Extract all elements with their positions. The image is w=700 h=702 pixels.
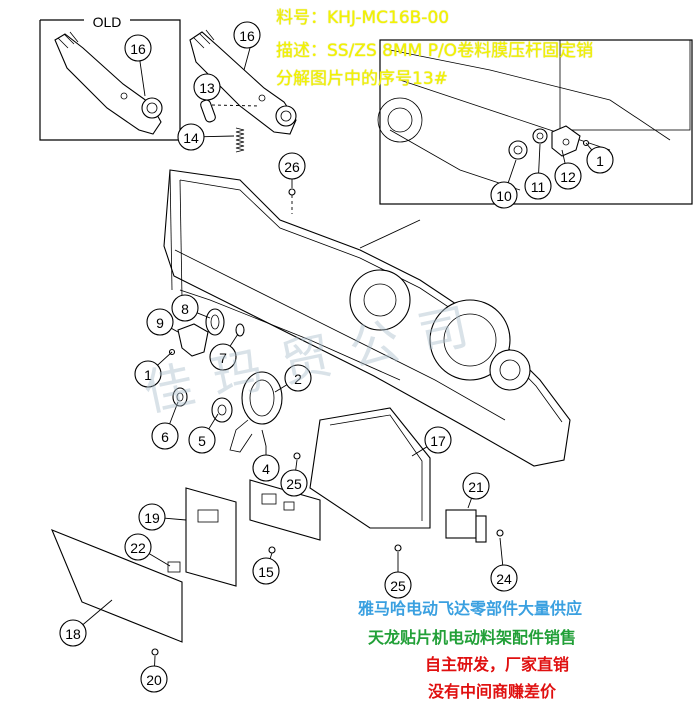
callout-leader bbox=[204, 136, 234, 137]
callout-20: 20 bbox=[141, 656, 167, 692]
callout-leader bbox=[539, 144, 540, 173]
callout-number: 1 bbox=[596, 153, 604, 169]
callout-number: 4 bbox=[262, 461, 270, 477]
header-part-number: 料号：KHJ-MC16B-00 bbox=[276, 8, 449, 29]
callout-number: 26 bbox=[284, 159, 300, 175]
callout-16: 16 bbox=[234, 22, 260, 48]
footer-line-1: 雅马哈电动飞达零部件大量供应 bbox=[358, 595, 582, 619]
callout-number: 5 bbox=[198, 433, 206, 449]
callout-number: 8 bbox=[181, 301, 189, 317]
callout-5: 5 bbox=[189, 414, 218, 453]
callout-leader bbox=[296, 460, 297, 470]
cover-19 bbox=[186, 488, 236, 586]
old-label: OLD bbox=[93, 14, 122, 30]
callout-number: 14 bbox=[183, 130, 199, 146]
header-description: 描述：SS/ZS 8MM P/O卷料膜压杆固定销 bbox=[276, 41, 593, 62]
callout-number: 10 bbox=[496, 188, 512, 204]
callout-leader bbox=[270, 553, 272, 559]
callout-11: 11 bbox=[525, 144, 551, 199]
callout-1: 1 bbox=[586, 143, 613, 173]
callout-number: 16 bbox=[239, 28, 255, 44]
callout-24: 24 bbox=[491, 538, 517, 591]
callout-18: 18 bbox=[60, 600, 112, 646]
callout-number: 16 bbox=[130, 41, 146, 57]
callout-22: 22 bbox=[125, 534, 170, 566]
screw-25 bbox=[395, 545, 401, 551]
callout-14: 14 bbox=[178, 124, 234, 150]
bracket-21 bbox=[446, 510, 503, 542]
callout-leader bbox=[500, 538, 503, 565]
callout-number: 25 bbox=[390, 578, 406, 594]
callout-26: 26 bbox=[279, 153, 305, 188]
callout-number: 6 bbox=[161, 429, 169, 445]
callout-8: 8 bbox=[172, 295, 210, 321]
callout-number: 18 bbox=[65, 626, 81, 642]
callout-leader bbox=[165, 518, 186, 520]
callout-number: 17 bbox=[430, 433, 446, 449]
callout-19: 19 bbox=[139, 504, 186, 530]
callout-10: 10 bbox=[491, 160, 517, 208]
callout-number: 24 bbox=[496, 571, 512, 587]
callout-13: 13 bbox=[194, 74, 220, 100]
callout-25: 25 bbox=[385, 552, 411, 598]
callout-number: 15 bbox=[258, 564, 274, 580]
callout-21: 21 bbox=[463, 473, 489, 508]
callout-number: 25 bbox=[286, 476, 302, 492]
callout-leader bbox=[140, 61, 145, 96]
callout-12: 12 bbox=[555, 150, 581, 189]
callout-number: 12 bbox=[560, 169, 576, 185]
callout-number: 19 bbox=[144, 510, 160, 526]
spring-14 bbox=[236, 128, 244, 152]
callout-16: 16 bbox=[125, 35, 151, 96]
callout-number: 20 bbox=[146, 672, 162, 688]
header-note: 分解图片中的序号13# bbox=[276, 69, 448, 90]
callout-25: 25 bbox=[281, 460, 307, 496]
old-part-inset: OLD bbox=[40, 14, 180, 140]
footer-line-2: 天龙贴片机电动料架配件销售 bbox=[368, 624, 576, 648]
callout-number: 13 bbox=[199, 80, 215, 96]
callout-leader bbox=[508, 160, 516, 183]
callout-4: 4 bbox=[253, 446, 279, 481]
callout-number: 21 bbox=[468, 479, 484, 495]
callout-number: 22 bbox=[130, 540, 146, 556]
callout-leader bbox=[149, 554, 170, 566]
footer-line-3: 自主研发，厂家直销 bbox=[425, 651, 569, 675]
footer-line-4: 没有中间商赚差价 bbox=[428, 678, 556, 702]
gear-8 bbox=[206, 309, 224, 335]
callout-number: 11 bbox=[531, 179, 546, 195]
callout-15: 15 bbox=[253, 553, 279, 584]
callout-leader bbox=[171, 328, 178, 332]
callout-leader bbox=[468, 498, 472, 508]
callout-number: 9 bbox=[156, 315, 164, 331]
